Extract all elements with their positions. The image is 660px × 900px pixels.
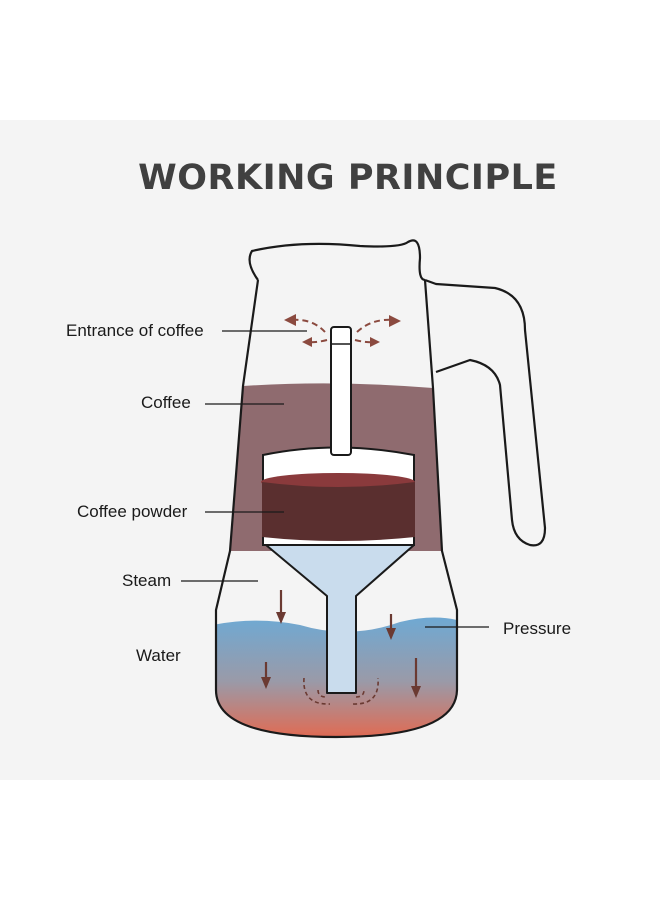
label-coffee: Coffee xyxy=(141,393,191,412)
label-entrance: Entrance of coffee xyxy=(66,321,204,340)
label-steam: Steam xyxy=(122,571,172,590)
jug-outline xyxy=(214,279,459,739)
funnel xyxy=(265,544,415,694)
jug-rim xyxy=(248,239,426,282)
label-pressure: Pressure xyxy=(503,619,572,638)
coffee-powder xyxy=(262,482,415,541)
steam-dashes xyxy=(303,677,379,705)
diagram-title: WORKING PRINCIPLE xyxy=(138,158,558,198)
pressure-arrows xyxy=(261,590,421,698)
central-tube xyxy=(330,326,352,456)
label-coffee-powder: Coffee powder xyxy=(77,502,188,521)
label-water: Water xyxy=(136,646,181,665)
leader-lines xyxy=(181,330,489,628)
jug-handle xyxy=(424,278,547,547)
